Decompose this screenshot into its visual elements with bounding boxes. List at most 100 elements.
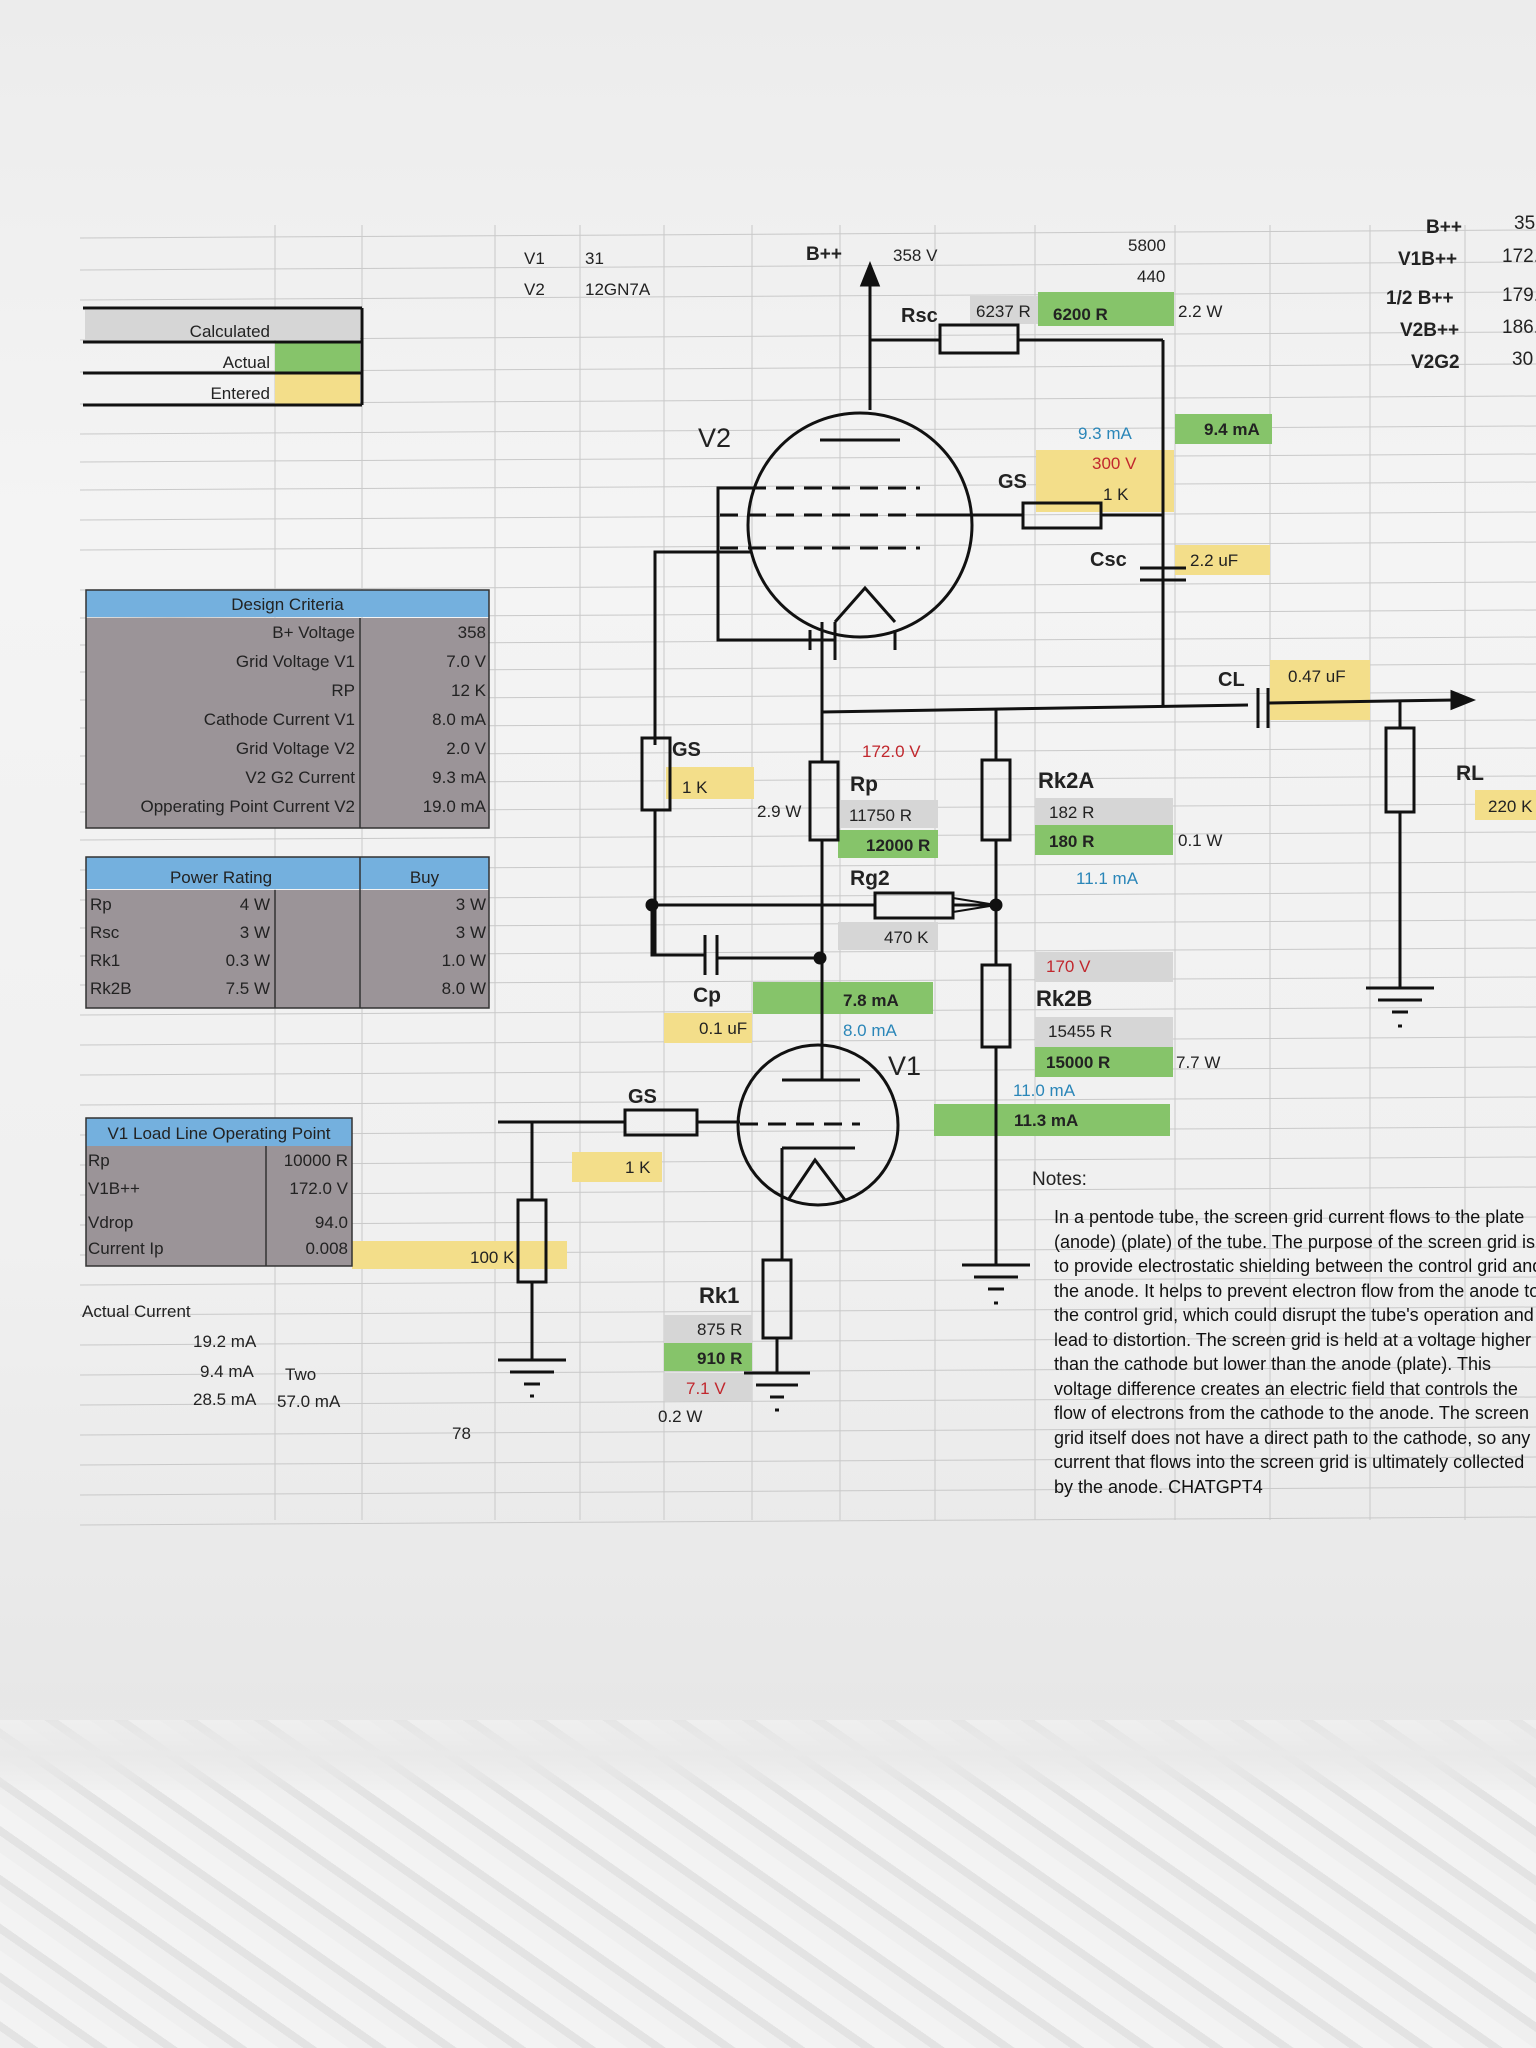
rp-calc: 11750 R <box>849 806 913 825</box>
power-rating-buy-value: 3 W <box>455 895 486 914</box>
grid-100k-resistor <box>498 1122 566 1398</box>
rsc-actual: 6200 R <box>1053 305 1108 324</box>
load-line-extra-cell <box>352 1241 567 1269</box>
rk1-actual-cell <box>664 1343 752 1371</box>
gs-v1-resistor <box>498 1108 740 1137</box>
power-rating-header <box>86 857 489 889</box>
top-value-b: 440 <box>1137 267 1166 286</box>
rk1-calc: 875 R <box>697 1320 743 1339</box>
v2-tube-type: 12GN7A <box>585 280 651 299</box>
power-rating-body <box>86 890 489 1008</box>
rk1-voltage-cell <box>664 1373 752 1401</box>
v1-actual-ma: 7.8 mA <box>843 991 899 1010</box>
power-rating-label: Rp <box>90 895 112 914</box>
load-line-value: 10000 R <box>283 1151 348 1170</box>
v2-tube-label: V2 <box>698 423 732 453</box>
gs-v1-cell <box>572 1152 662 1182</box>
cp-value-cell <box>664 1013 752 1043</box>
power-rating-value: 7.5 W <box>225 979 270 998</box>
rp-voltage: 172.0 V <box>862 742 921 761</box>
rp-calc-cell <box>838 800 938 828</box>
load-line-header <box>86 1118 352 1146</box>
power-rating-buy: Buy <box>409 868 440 887</box>
notes-body: In a pentode tube, the screen grid curre… <box>1054 1207 1536 1497</box>
gs-v1-value: 1 K <box>625 1158 651 1177</box>
rk2b-ma-actual: 11.3 mA <box>1014 1111 1079 1130</box>
power-rating-label: Rsc <box>90 923 120 942</box>
power-rating-buy-value: 1.0 W <box>441 951 486 970</box>
top-value-a: 5800 <box>1128 236 1166 255</box>
schematic-diagram <box>83 260 1477 1412</box>
design-criteria-body <box>86 618 489 828</box>
legend-actual: Actual <box>222 353 270 372</box>
v2-grid-wire <box>716 486 835 642</box>
summary-value-bpp: 35 <box>1514 213 1536 234</box>
rp-actual: 12000 R <box>866 836 931 855</box>
gs-top-label: GS <box>998 471 1027 493</box>
rsc-label: Rsc <box>901 305 938 327</box>
cp-capacitor <box>650 905 827 975</box>
load-line-label: Vdrop <box>88 1213 134 1232</box>
v1-tube-label: V1 <box>888 1051 922 1081</box>
rk2b-ma-calc: 11.0 mA <box>1013 1081 1076 1100</box>
actual-current-2: 9.4 mA <box>200 1362 254 1381</box>
rp-resistor <box>808 622 840 1080</box>
actual-current-3b: 57.0 mA <box>277 1392 341 1411</box>
v2-tube <box>720 411 974 660</box>
summary-label-v1bpp: V1B++ <box>1398 249 1458 270</box>
legend-calculated: Calculated <box>189 322 270 341</box>
power-rating-title: Power Rating <box>169 868 273 887</box>
bpp-label: B++ <box>806 244 842 265</box>
table-borders <box>85 589 490 1267</box>
design-criteria-value: 7.0 V <box>446 652 486 671</box>
rp-label: Rp <box>850 773 878 796</box>
design-criteria-label: B+ Voltage <box>272 623 355 642</box>
csc-value: 2.2 uF <box>1190 551 1239 570</box>
rk2a-label: Rk2A <box>1038 768 1095 793</box>
gs-v1-label: GS <box>628 1086 657 1108</box>
rk1-resistor <box>744 1208 810 1412</box>
legend-entered: Entered <box>210 384 270 403</box>
rl-label: RL <box>1456 762 1484 785</box>
rg2-resistor <box>645 891 1003 920</box>
load-line-label: V1B++ <box>88 1179 140 1198</box>
load-line-extra: 100 K <box>470 1248 515 1267</box>
gs-left-label: GS <box>672 739 701 761</box>
legend-box <box>83 306 364 407</box>
power-rating-label: Rk1 <box>90 951 121 970</box>
legend-entered-swatch <box>275 374 360 404</box>
design-criteria-value: 19.0 mA <box>422 797 486 816</box>
rk2b-actual: 15000 R <box>1046 1053 1111 1072</box>
v1-calc-ma: 8.0 mA <box>843 1021 897 1040</box>
gs-top-value: 1 K <box>1103 485 1129 504</box>
design-criteria-value: 8.0 mA <box>432 710 486 729</box>
rsc-calc-cell <box>970 296 1038 324</box>
rg2-value: 470 K <box>884 928 929 947</box>
power-rating-buy-value: 3 W <box>455 923 486 942</box>
design-criteria-header <box>86 590 489 617</box>
gs-top-resistor <box>920 501 1163 530</box>
rk2a-watts: 0.1 W <box>1178 831 1223 850</box>
cl-value-cell <box>1270 660 1370 720</box>
rk2b-watts: 7.7 W <box>1176 1053 1221 1072</box>
rk1-label: Rk1 <box>699 1283 740 1308</box>
design-criteria-value: 2.0 V <box>446 739 486 758</box>
summary-value-v2bpp: 186. <box>1502 317 1536 338</box>
v1-label: V1 <box>524 249 545 268</box>
design-criteria-value: 9.3 mA <box>432 768 486 787</box>
rk2a-calc-cell <box>1035 798 1173 826</box>
rk1-actual: 910 R <box>697 1349 743 1368</box>
rl-value-cell <box>1475 790 1536 820</box>
rk2b-calc-cell <box>1035 1017 1173 1047</box>
rk2a-actual-cell <box>1035 825 1173 855</box>
actual-current-4: 78 <box>452 1424 471 1443</box>
rk1-voltage: 7.1 V <box>686 1379 726 1398</box>
rk2b-actual-ma-cell <box>934 1104 1170 1136</box>
design-criteria-label: Opperating Point Current V2 <box>140 797 355 816</box>
summary-label-bpp: B++ <box>1426 217 1462 238</box>
v1-tube-type: 31 <box>585 249 604 268</box>
rk2b-resistor <box>962 963 1030 1305</box>
spreadsheet-printout: V1 31 V2 12GN7A B++ 358 V 5800 440 B++ 3… <box>79 213 1536 1526</box>
rk2b-actual-cell <box>1035 1047 1173 1077</box>
summary-label-v2g2: V2G2 <box>1411 352 1460 373</box>
